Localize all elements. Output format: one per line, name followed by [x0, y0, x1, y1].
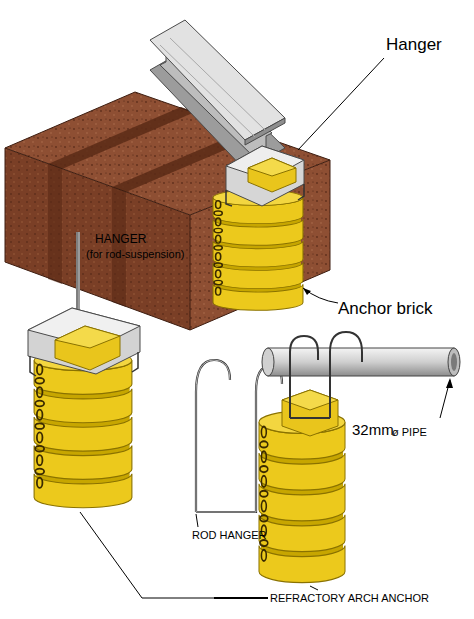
leader-line [310, 586, 318, 590]
refractory-brick [5, 92, 330, 330]
part-label: 32mm [352, 422, 394, 439]
part-label: Hanger [386, 36, 442, 55]
anchor-brick [259, 411, 345, 582]
hanger-clip [226, 146, 304, 206]
hanger-clip [28, 308, 140, 376]
part-label: Anchor brick [338, 300, 432, 319]
suspension-rod [77, 232, 78, 320]
arrow-head [303, 288, 311, 295]
anchor-brick [213, 190, 303, 310]
leader-line [80, 512, 268, 598]
leader-line [298, 58, 384, 150]
part-label: (for rod-suspension) [86, 248, 184, 260]
arrow-head [446, 378, 453, 388]
leader-line [196, 514, 198, 527]
part-label: ROD HANGER [192, 529, 267, 541]
part-label: REFRACTORY ARCH ANCHOR [270, 592, 429, 604]
rod-hooks [290, 332, 362, 418]
anchor-brick [34, 350, 132, 508]
suspension-rod [76, 232, 80, 320]
part-label: ø PIPE [392, 426, 427, 438]
leader-line [303, 288, 338, 303]
leader-line [214, 597, 268, 599]
part-label: HANGER [95, 233, 146, 246]
